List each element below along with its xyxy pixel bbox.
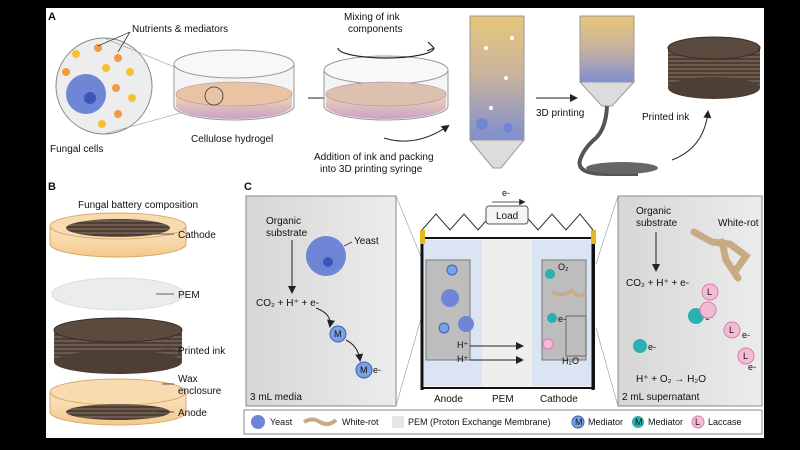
syringe-printing [577, 15, 658, 176]
pem-label-c: PEM [492, 394, 514, 405]
svg-text:White-rot: White-rot [342, 417, 379, 427]
figure-canvas: A Nutrients & mediators Fungal cells Cel… [48, 11, 763, 435]
mediator-reduced-icon [355, 361, 373, 379]
svg-text:L: L [695, 417, 700, 427]
legend-mediator2-icon [632, 416, 644, 428]
figure: A Nutrients & mediators Fungal cells Cel… [46, 8, 764, 438]
organic-right-1: Organic [636, 206, 671, 217]
svg-text:O₂: O₂ [558, 262, 569, 272]
svg-text:Yeast: Yeast [270, 417, 293, 427]
nutrient-dots [62, 44, 136, 128]
svg-text:M: M [334, 329, 342, 339]
svg-text:L: L [743, 351, 748, 361]
pem-layer [51, 277, 185, 311]
svg-text:e-: e- [748, 362, 756, 372]
eq2-right: H⁺ + O₂ → H₂O [636, 374, 706, 385]
load-box [485, 205, 529, 225]
panel-c-label: C [244, 181, 252, 193]
anode-layer [49, 378, 187, 426]
nutrients-leader [117, 31, 131, 53]
svg-text:Laccase: Laccase [708, 417, 742, 427]
svg-text:Mediator: Mediator [588, 417, 623, 427]
cathode-layer [49, 212, 187, 258]
legend-mediator1-icon [571, 415, 585, 429]
svg-text:M: M [575, 417, 583, 427]
anode-label-b: Anode [178, 408, 207, 419]
battery-cell [420, 213, 596, 390]
eq-right: CO₂ + H⁺ + e- [626, 278, 689, 289]
svg-text:M: M [635, 417, 643, 427]
h-label-1: H⁺ [457, 340, 468, 350]
h2o-label: H₂O [562, 356, 579, 366]
mediator-icon [329, 325, 347, 343]
svg-text:L: L [707, 287, 712, 297]
legend-pem-icon [392, 416, 404, 428]
legend-yeast-icon [251, 415, 265, 429]
fungal-cells-label: Fungal cells [50, 144, 103, 155]
svg-text:PEM (Proton Exchange Membrane): PEM (Proton Exchange Membrane) [408, 417, 551, 427]
arrow-a2 [383, 124, 450, 142]
anode-label-c: Anode [434, 394, 463, 405]
whiterot-label: White-rot [718, 218, 759, 229]
svg-text:L: L [729, 325, 734, 335]
fungal-nucleus-icon [84, 92, 96, 104]
addition-label-2: into 3D printing syringe [320, 164, 423, 175]
pem-label: PEM [178, 290, 200, 301]
printed-ink-layer [53, 317, 183, 374]
organic-left-1: Organic [266, 216, 301, 227]
yeast-label: Yeast [354, 236, 379, 247]
cathode-label: Cathode [178, 230, 216, 241]
load-label: Load [496, 211, 518, 222]
legend-whiterot-icon [302, 417, 338, 427]
svg-text:e-: e- [373, 365, 381, 375]
arrow-a4 [671, 110, 712, 161]
whiterot-icon [690, 228, 751, 282]
volume-left: 3 mL media [250, 392, 302, 403]
wax-label-1: Wax [178, 374, 198, 385]
svg-text:e-: e- [742, 330, 750, 340]
organic-left-2: substrate [266, 228, 308, 239]
svg-text:e-: e- [558, 314, 566, 324]
laccase-icon [701, 283, 719, 301]
h-label-2: H⁺ [457, 354, 468, 364]
syringe-filled [468, 15, 526, 169]
battery-title: Fungal battery composition [78, 200, 198, 211]
nutrients-label: Nutrients & mediators [132, 24, 228, 35]
panel-a-label: A [48, 11, 56, 23]
mixing-label-2: components [348, 24, 402, 35]
svg-text:e-: e- [648, 342, 656, 352]
printed-ink-label-a: Printed ink [642, 112, 690, 123]
hydrogel-dish [173, 49, 295, 121]
hydrogel-label: Cellulose hydrogel [191, 134, 273, 145]
electron-label: e- [502, 188, 510, 198]
mixing-label-1: Mixing of ink [344, 12, 401, 23]
printing-label: 3D printing [536, 108, 584, 119]
svg-text:Mediator: Mediator [648, 417, 683, 427]
eq-left: CO₂ + H⁺ + e- [256, 298, 319, 309]
whiterot-box [617, 195, 763, 407]
legend-laccase-icon [691, 415, 705, 429]
yeast-icon [306, 236, 346, 276]
printed-ink-cylinder-a [667, 36, 761, 99]
organic-right-2: substrate [636, 218, 678, 229]
mixing-dish [323, 41, 449, 121]
svg-text:M: M [360, 365, 368, 375]
panel-b-label: B [48, 181, 56, 193]
wax-label-2: enclosure [178, 386, 222, 397]
printed-ink-label-b: Printed ink [178, 346, 226, 357]
cathode-label-c: Cathode [540, 394, 578, 405]
addition-label-1: Addition of ink and packing [314, 152, 434, 163]
volume-right: 2 mL supernatant [622, 392, 700, 403]
